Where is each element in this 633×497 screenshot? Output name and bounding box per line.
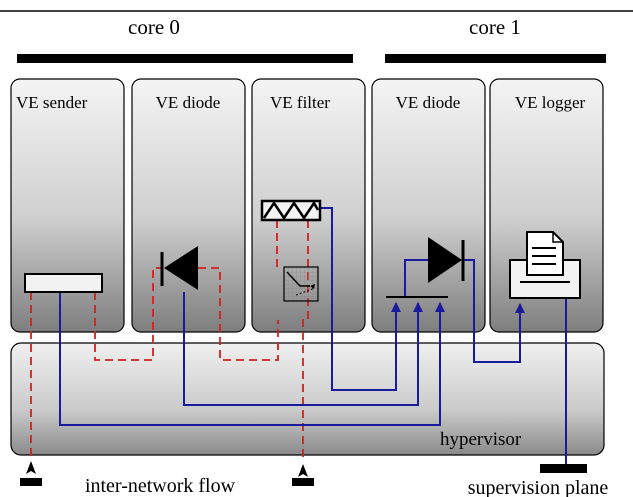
sup-diode1-internal	[404, 259, 428, 298]
ve-diode-1-box: VE diode	[371, 78, 486, 333]
core-0-label: core 0	[128, 15, 180, 39]
diode-right-icon	[428, 237, 465, 283]
sender-component	[24, 273, 103, 293]
hypervisor-label: hypervisor	[440, 429, 522, 450]
inter-network-flow-label: inter-network flow	[85, 475, 236, 497]
ve-diode-0-label: VE diode	[156, 93, 221, 112]
ve-sender-label: VE sender	[16, 93, 88, 112]
supervision-terminal-icon	[540, 464, 587, 473]
ve-sender-box: VE sender	[10, 78, 125, 333]
diode-left-icon	[160, 246, 198, 290]
flow-filter-out	[302, 220, 309, 460]
filter-chart-icon	[283, 266, 319, 302]
sup-filter	[320, 207, 401, 391]
flow-in-terminal-icon	[20, 461, 42, 486]
filter-zigzag-icon	[260, 199, 322, 222]
core-1-bar	[385, 54, 606, 63]
ve-diode-0-box: VE diode	[131, 78, 246, 333]
core-1-label: core 1	[469, 15, 521, 39]
flow-diode-to-filter	[198, 267, 279, 361]
sup-diode1-out	[462, 259, 525, 363]
flow-sender-to-diode	[94, 267, 162, 361]
data-flow-lines	[30, 220, 309, 460]
ve-filter-label: VE filter	[270, 93, 330, 112]
supervision-plane-label: supervision plane	[468, 477, 609, 497]
ve-diode-1-label: VE diode	[396, 93, 461, 112]
supervision-lines	[59, 207, 567, 465]
core-0-bar	[17, 54, 353, 63]
hypervisor-box	[10, 342, 605, 456]
ve-logger-label: VE logger	[515, 93, 586, 112]
flow-out-terminal-icon	[292, 464, 314, 486]
printer-icon	[509, 231, 581, 299]
sup-diode	[183, 292, 423, 406]
sup-sender	[59, 292, 445, 426]
